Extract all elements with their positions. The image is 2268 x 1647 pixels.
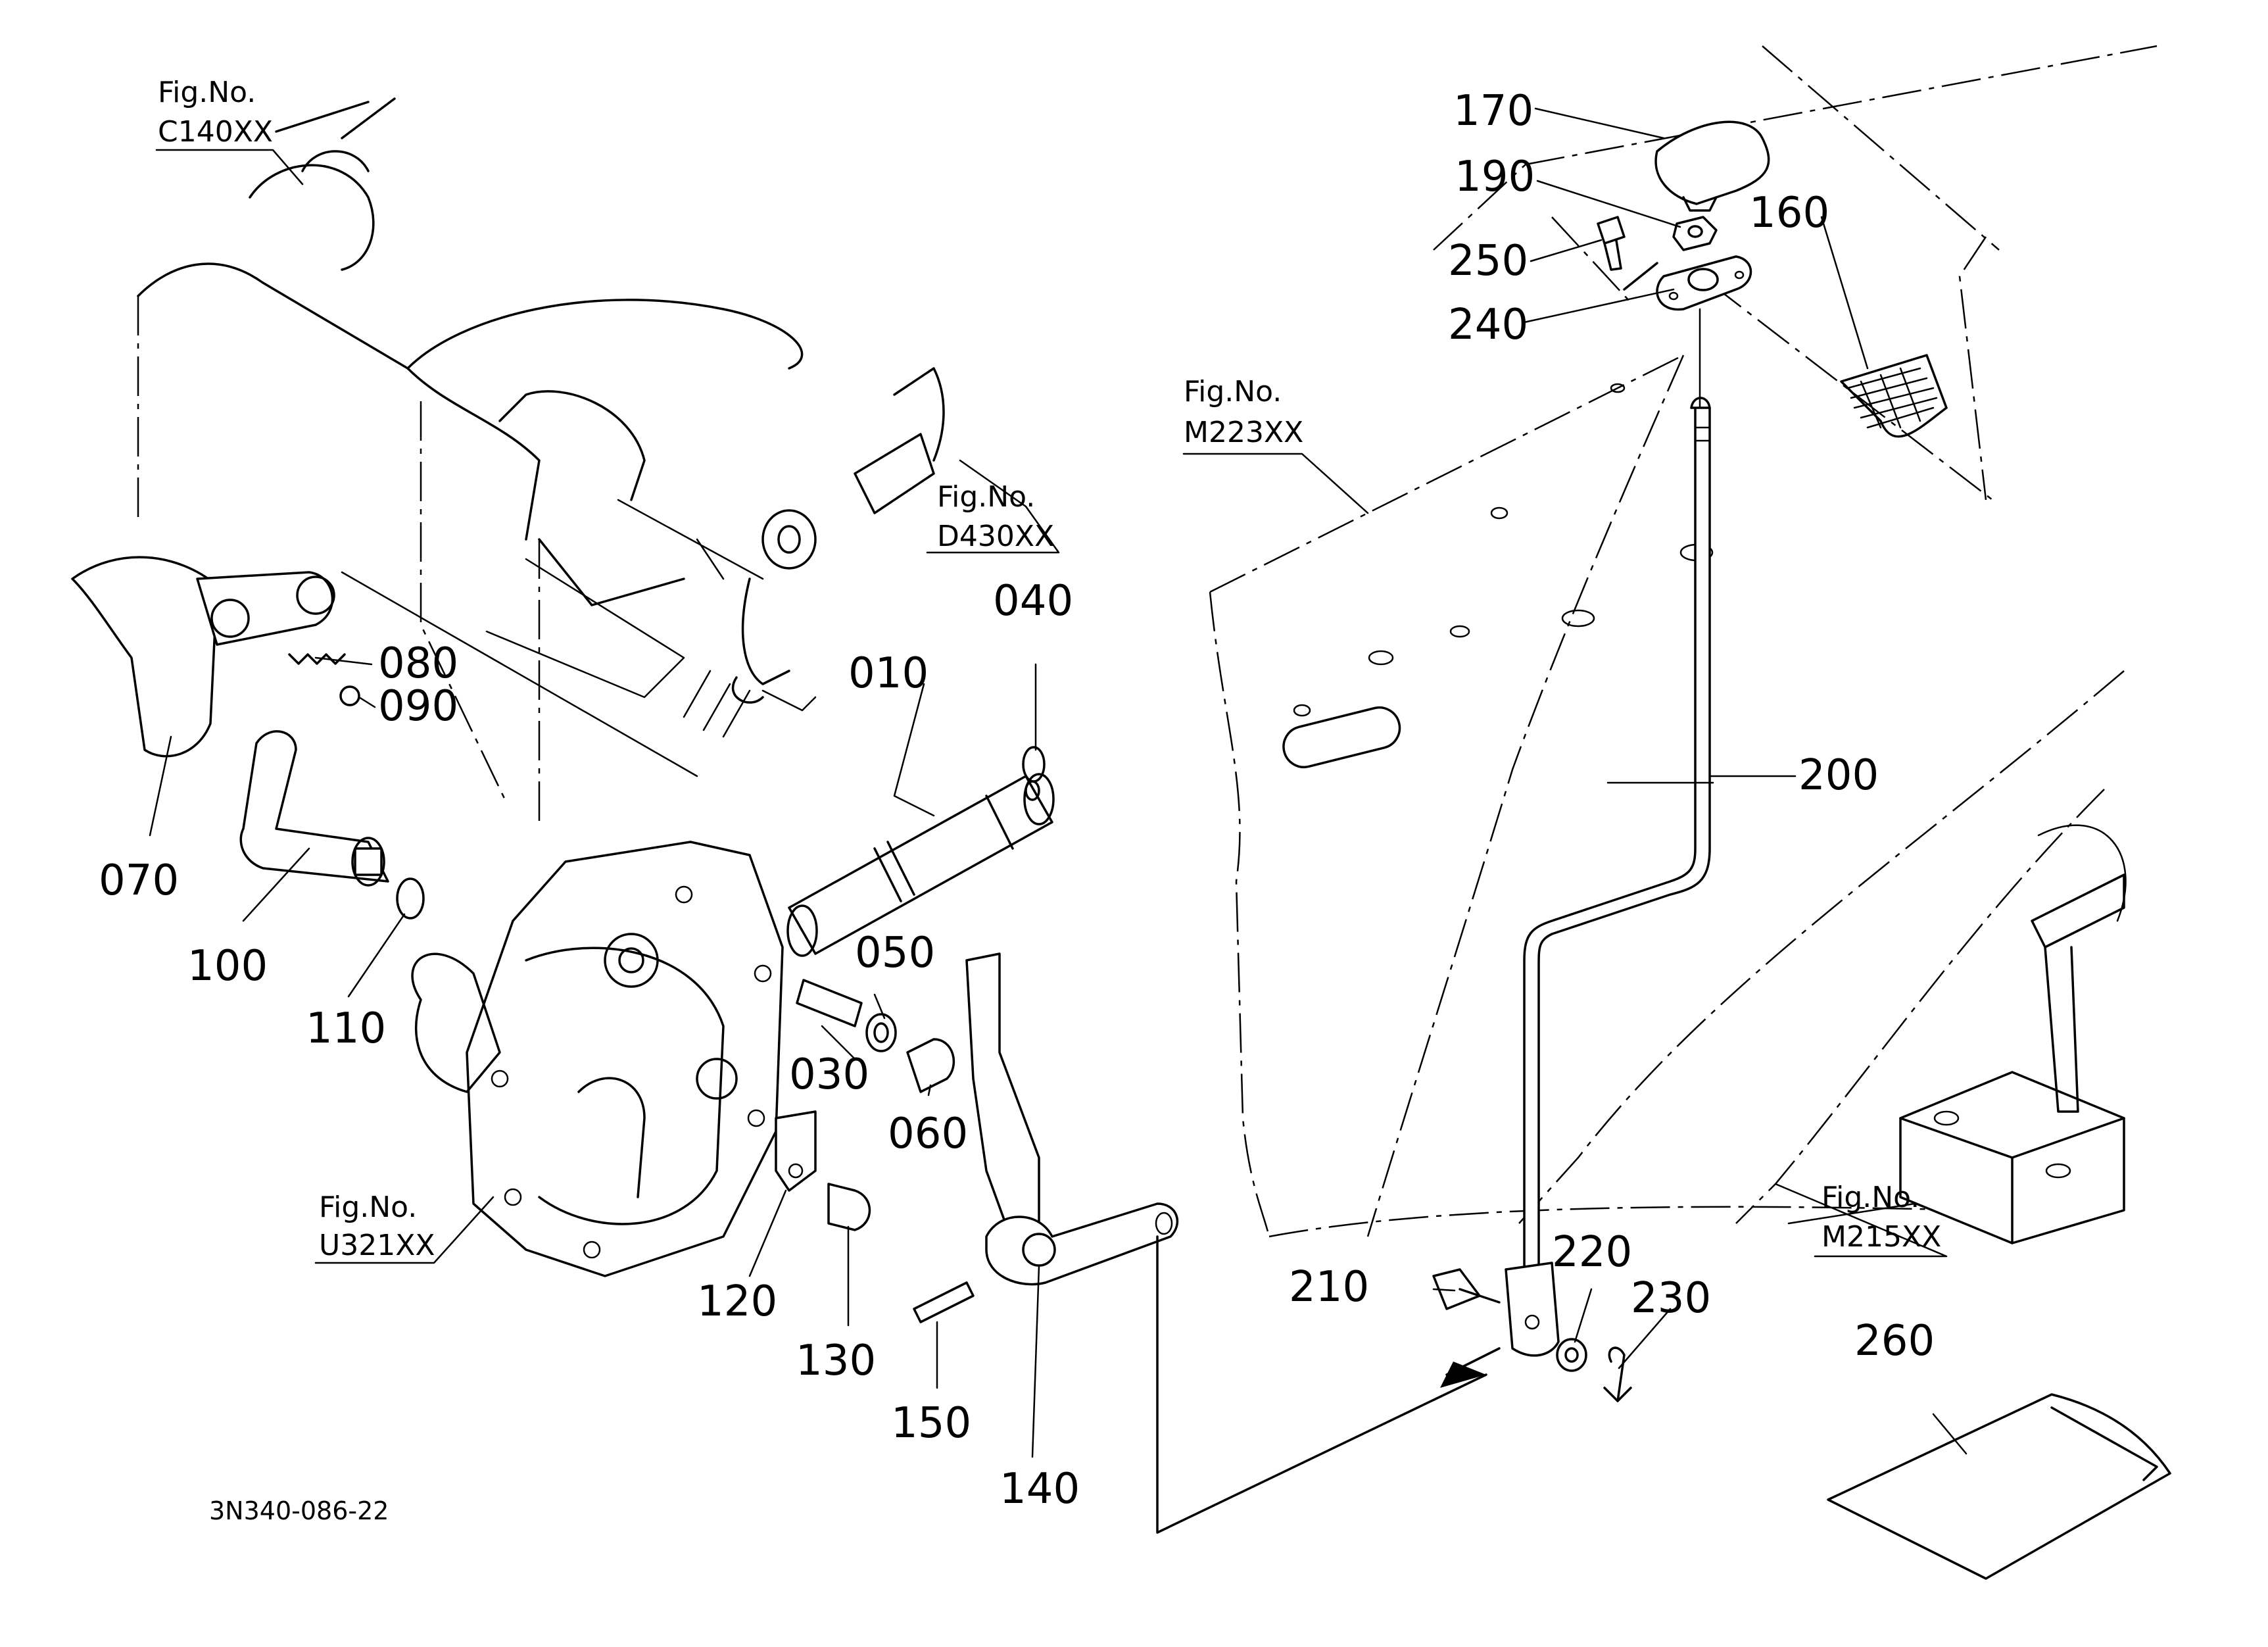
shift-arm-100 [239,730,389,887]
label-240: 240 [1448,301,1528,349]
link-line [1156,1235,1487,1534]
floor-panel [1209,45,2158,1238]
manual-260 [1827,1393,2171,1580]
support-block [1899,873,2125,1244]
rod-yoke [1505,1262,1560,1357]
screw-250 [1597,216,1626,271]
plate-120 [775,1110,817,1192]
document-code: 3N340-086-22 [209,1496,389,1525]
shift-lever-140 [965,952,1178,1286]
label-050: 050 [855,929,935,977]
leader-lines [149,107,1967,1458]
shift-rod-200 [1523,308,1711,1271]
o-ring-040 [1022,746,1046,783]
shift-fork-070 [71,556,335,758]
label-150: 150 [891,1399,971,1448]
label-010: 010 [848,649,929,698]
fig-ref-c140xx-code: C140XX [158,115,273,149]
label-120: 120 [697,1277,777,1326]
fig-ref-u321xx-title: Fig.No. [319,1191,417,1224]
label-040: 040 [993,577,1073,626]
label-080: 080 [378,639,458,688]
label-090: 090 [378,682,458,731]
pin-210 [1432,1268,1501,1310]
fig-ref-m215xx-code: M215XX [1822,1220,1941,1254]
spring-080 [288,653,346,665]
nut-190 [1672,216,1718,251]
fig-ref-u321xx-code: U321XX [319,1229,435,1262]
arrow-to-yoke [1440,1362,1486,1388]
label-160: 160 [1749,189,1829,237]
upper-linkage [617,367,945,738]
label-190: 190 [1455,153,1535,201]
label-110: 110 [306,1004,386,1053]
label-170: 170 [1453,87,1533,135]
label-100: 100 [187,942,268,991]
snap-pin-230 [1603,1346,1632,1402]
fig-ref-m223xx-title: Fig.No. [1184,375,1282,408]
pin-030 [796,979,863,1027]
housing-outline [137,97,804,829]
hatched-plate-160 [1840,354,1948,438]
pin-150 [913,1281,975,1323]
plug-060 [906,1038,955,1093]
label-130: 130 [796,1337,876,1385]
fig-ref-d430xx-title: Fig.No. [937,480,1035,514]
plate-240 [1623,255,1752,311]
label-260: 260 [1854,1317,1935,1365]
o-ring-110 [396,877,425,920]
fig-ref-m223xx-code: M223XX [1184,416,1303,449]
part-labels: 170 190 250 240 160 200 210 220 230 260 … [99,87,1935,1513]
gearbox-cover [411,841,784,1277]
fig-ref-leaders [155,149,1948,1264]
label-220: 220 [1552,1228,1632,1277]
fig-ref-m215xx-title: Fig.No. [1822,1181,1919,1214]
fig-ref-c140xx-title: Fig.No. [158,76,256,109]
figure-references: Fig.No. C140XX Fig.No. D430XX Fig.No. M2… [158,76,1941,1262]
label-060: 060 [888,1110,968,1158]
floor-holes [1282,383,1714,768]
label-250: 250 [1448,237,1528,285]
label-210: 210 [1289,1263,1369,1312]
label-200: 200 [1798,751,1879,800]
label-230: 230 [1631,1274,1711,1323]
knob-170 [1654,120,1770,212]
label-030: 030 [789,1050,869,1099]
label-140: 140 [1000,1465,1080,1513]
washer-220 [1556,1338,1587,1372]
washer-050 [865,1013,897,1052]
ball-090 [339,685,360,706]
label-070: 070 [99,856,179,905]
bolt-130 [827,1183,871,1231]
fig-ref-d430xx-code: D430XX [937,520,1054,553]
